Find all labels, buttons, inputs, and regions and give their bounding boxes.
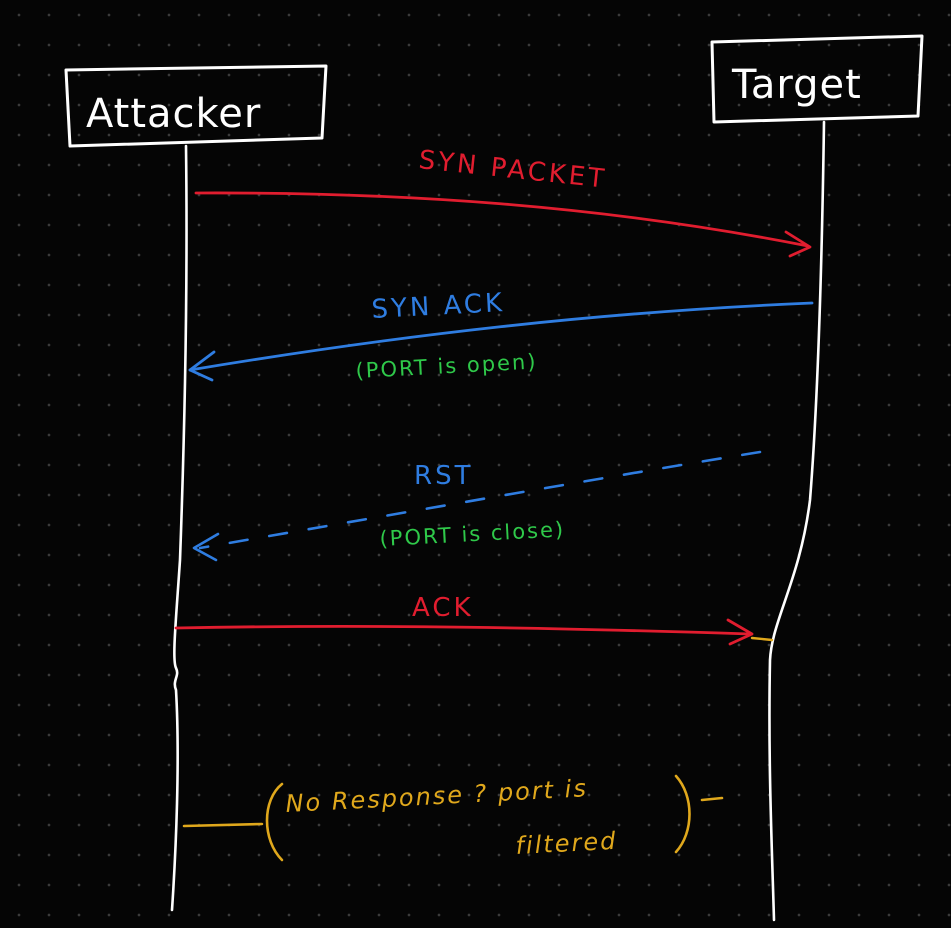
port-open-note: (PORT is open) (355, 350, 538, 383)
ack-arrow-line (174, 624, 752, 636)
ack-message: ACK (174, 593, 774, 646)
port-close-note: (PORT is close) (379, 517, 566, 551)
no-response-message: No Response ? port is filtered (182, 774, 724, 862)
attacker-lifeline (170, 144, 188, 912)
no-response-left-line (182, 822, 264, 828)
rst-arrowhead (192, 532, 220, 562)
attacker-actor: Attacker (64, 64, 328, 148)
target-box (710, 34, 924, 124)
syn-arrow-line (194, 191, 810, 248)
no-response-text-line2: filtered (515, 827, 618, 860)
target-lifeline (768, 120, 826, 922)
ack-tail-tick (750, 636, 774, 642)
attacker-label: Attacker (86, 91, 261, 137)
rst-message: RST (PORT is close) (192, 450, 762, 562)
rst-label: RST (414, 461, 473, 491)
syn-ack-label: SYN ACK (371, 288, 506, 325)
ack-label: ACK (412, 593, 474, 623)
no-response-text-line1: No Response ? port is (285, 774, 589, 818)
syn-label: SYN PACKET (417, 145, 608, 195)
syn-ack-arrow-line (188, 301, 814, 372)
syn-arrowhead (784, 230, 812, 258)
syn-message: SYN PACKET (194, 145, 812, 258)
target-actor: Target (710, 34, 924, 124)
no-response-right-paren (674, 774, 691, 854)
target-label: Target (731, 62, 862, 108)
no-response-right-line (700, 796, 724, 802)
attacker-box (64, 64, 328, 148)
no-response-left-paren (265, 782, 284, 862)
syn-ack-message: SYN ACK (PORT is open) (188, 288, 814, 383)
ack-arrowhead (726, 618, 754, 646)
syn-ack-arrowhead (188, 350, 216, 382)
